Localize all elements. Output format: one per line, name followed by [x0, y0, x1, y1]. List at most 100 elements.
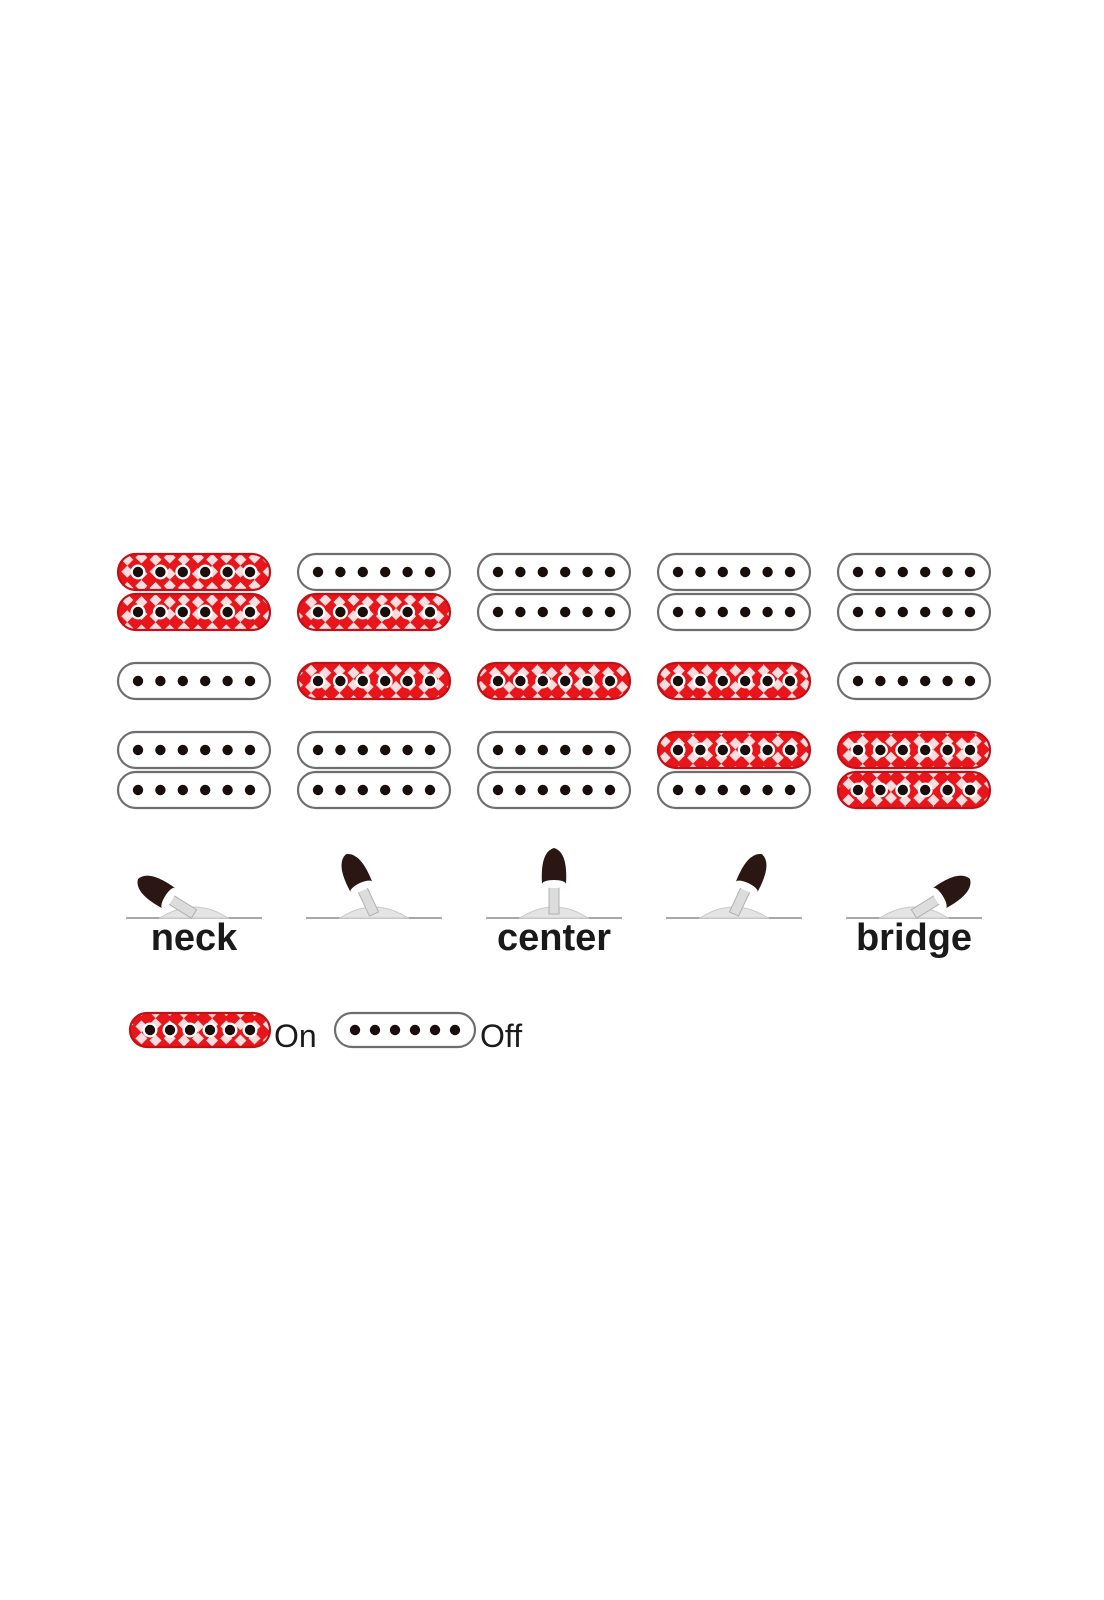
pole-piece — [875, 744, 886, 756]
switch-lever — [137, 875, 198, 919]
switch-tip-rim — [542, 880, 566, 888]
pole-piece — [312, 675, 324, 687]
legend-on-label: On — [274, 1018, 317, 1054]
pickup-on-body — [128, 1011, 272, 1049]
pickup-off-body — [476, 552, 632, 592]
pole-piece — [357, 784, 368, 796]
pole-piece — [875, 566, 886, 578]
pole-piece — [560, 606, 571, 618]
pole-piece — [357, 675, 368, 687]
pole-piece — [942, 606, 953, 618]
bridge-pickup-coil-2-on — [836, 770, 992, 810]
pole-piece — [402, 744, 413, 756]
pole-piece — [672, 566, 684, 578]
legend-pickup-on — [128, 1011, 272, 1049]
pole-piece — [155, 675, 166, 687]
pole-piece — [875, 675, 886, 687]
pole-piece — [402, 784, 413, 796]
pole-piece — [200, 566, 211, 578]
pole-piece — [920, 744, 931, 756]
pole-piece — [537, 784, 548, 796]
bridge-pickup-coil-2-off — [296, 770, 452, 810]
pole-piece — [897, 784, 908, 796]
pole-piece — [155, 744, 166, 756]
pole-piece — [177, 784, 188, 796]
pole-piece — [964, 784, 976, 796]
pole-piece — [964, 744, 976, 756]
pole-piece — [132, 606, 144, 618]
pole-piece — [897, 606, 908, 618]
pickup-on-body — [656, 730, 812, 770]
bridge-pickup-coil-2-off — [476, 770, 632, 810]
pole-piece — [717, 784, 728, 796]
pole-piece — [184, 1024, 196, 1036]
pole-piece — [964, 606, 976, 618]
selector-switch-position-4 — [666, 854, 802, 919]
pole-piece — [200, 606, 211, 618]
pole-piece — [335, 566, 346, 578]
pole-piece — [897, 675, 908, 687]
position-label-5: bridge — [856, 917, 972, 959]
pole-piece — [762, 566, 773, 578]
pole-piece — [424, 675, 436, 687]
pole-piece — [942, 744, 953, 756]
switch-tip-rim — [161, 887, 176, 909]
pickup-on-body — [116, 552, 272, 592]
middle-pickup-coil-1-on — [476, 661, 632, 701]
pole-piece — [244, 744, 256, 756]
pole-piece — [920, 784, 931, 796]
switch-tip-rim — [350, 880, 373, 894]
pickup-off-body — [836, 661, 992, 701]
pole-piece — [380, 784, 391, 796]
pole-piece — [515, 566, 526, 578]
pole-piece — [582, 784, 593, 796]
pole-piece — [335, 675, 346, 687]
neck-pickup-coil-1-off — [296, 552, 452, 592]
pole-piece — [424, 606, 436, 618]
pickup-off-body — [656, 592, 812, 632]
pole-piece — [132, 744, 144, 756]
pole-piece — [515, 606, 526, 618]
pole-piece — [942, 566, 953, 578]
pole-piece — [335, 606, 346, 618]
switch-lever — [728, 854, 767, 917]
pole-piece — [424, 784, 436, 796]
pole-piece — [357, 606, 368, 618]
bridge-pickup-coil-1-on — [656, 730, 812, 770]
pickup-on-body — [296, 592, 452, 632]
pole-piece — [672, 784, 684, 796]
pickup-off-body — [116, 661, 272, 701]
pole-piece — [537, 566, 548, 578]
pickup-off-body — [656, 552, 812, 592]
pole-piece — [560, 566, 571, 578]
pole-piece — [604, 675, 616, 687]
pole-piece — [380, 675, 391, 687]
pole-piece — [335, 744, 346, 756]
pole-piece — [582, 675, 593, 687]
position-label-3: center — [497, 917, 611, 959]
neck-pickup-coil-1-off — [476, 552, 632, 592]
pole-piece — [740, 566, 751, 578]
pole-piece — [537, 675, 548, 687]
pole-piece — [695, 606, 706, 618]
pole-piece — [200, 675, 211, 687]
pole-piece — [560, 784, 571, 796]
pickup-off-body — [476, 730, 632, 770]
pole-piece — [740, 606, 751, 618]
pickup-off-body — [836, 552, 992, 592]
pickup-on-body — [476, 661, 632, 701]
bridge-pickup-coil-1-off — [116, 730, 272, 770]
legend-on-pickup-icon — [128, 1011, 272, 1049]
switch-row — [126, 848, 982, 919]
pole-piece — [402, 606, 413, 618]
pole-piece — [852, 744, 864, 756]
pole-piece — [424, 744, 436, 756]
pole-piece — [132, 566, 144, 578]
pole-piece — [222, 566, 233, 578]
position-column-1 — [116, 552, 272, 810]
pickup-on-body — [116, 592, 272, 632]
pole-piece — [144, 1024, 156, 1036]
pole-piece — [784, 566, 796, 578]
pole-piece — [449, 1024, 461, 1036]
pole-piece — [920, 606, 931, 618]
